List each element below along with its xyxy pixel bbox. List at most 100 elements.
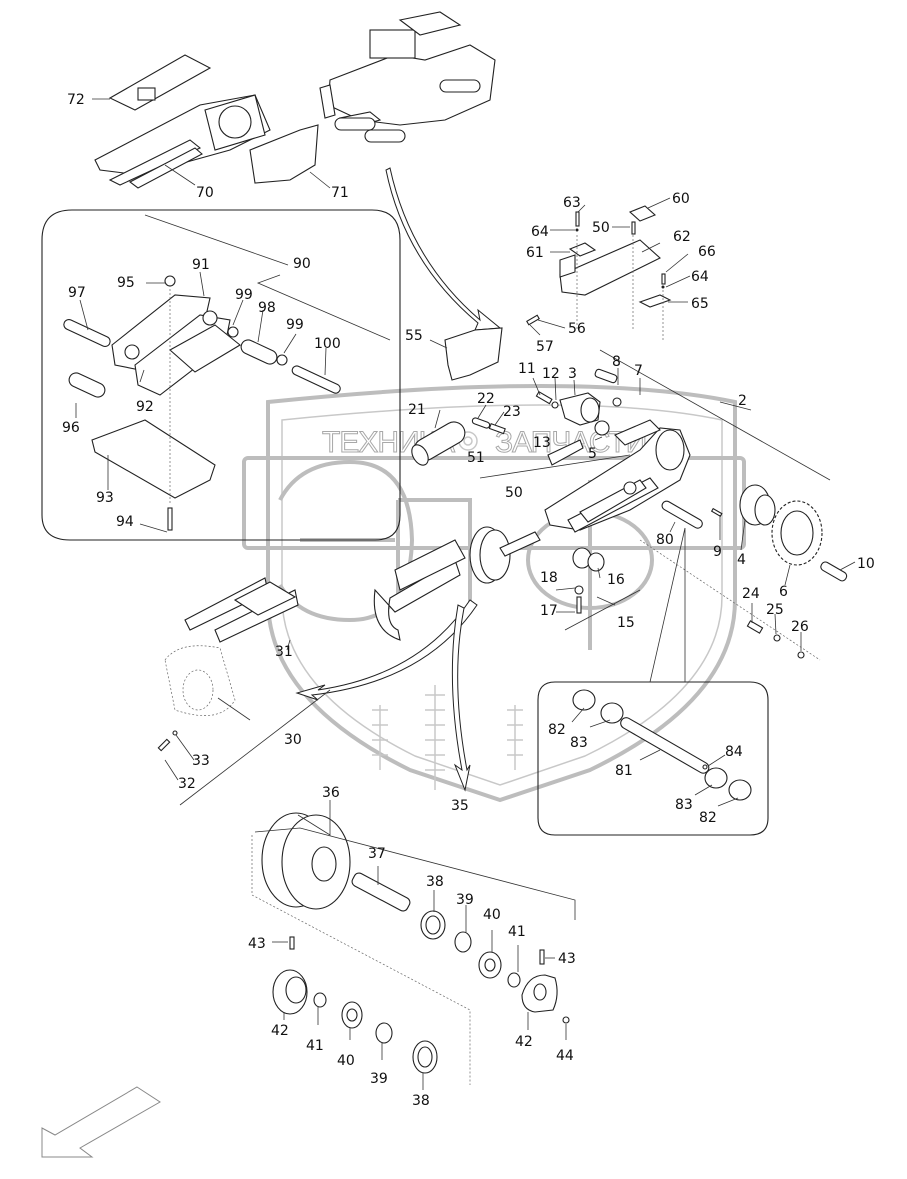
bolt-56 [526, 314, 540, 326]
bracket-line-15 [564, 589, 641, 631]
label-25: 25 [766, 602, 784, 618]
label-38-b: 38 [412, 1093, 430, 1109]
idler-wheel [469, 526, 541, 584]
label-70: 70 [196, 185, 214, 201]
label-22: 22 [477, 391, 495, 407]
inset-box-track-chain [41, 209, 401, 541]
inset-box-pin-assembly [537, 681, 769, 836]
machine-overview [319, 11, 496, 143]
label-83: 83 [570, 735, 588, 751]
seal-99-b [276, 354, 288, 366]
label-33: 33 [192, 753, 210, 769]
bolt-44 [562, 1016, 570, 1024]
bushing-98 [240, 339, 278, 365]
label-81: 81 [615, 763, 633, 779]
cap-42-a [272, 969, 308, 1015]
label-39-b: 39 [370, 1071, 388, 1087]
cap-26 [797, 651, 805, 659]
label-21: 21 [408, 402, 426, 418]
label-91: 91 [192, 257, 210, 273]
watermark-wheat [372, 685, 523, 790]
label-43-b: 43 [558, 951, 576, 967]
watermark-shield-outline [266, 384, 737, 803]
bushing-82-a [572, 689, 596, 711]
disc-40-a [478, 951, 502, 979]
guide-box-idler [251, 835, 471, 1085]
nut-39-a [454, 931, 472, 953]
bolt-32 [157, 738, 171, 752]
label-9: 9 [713, 544, 722, 560]
label-50-b: 50 [505, 485, 523, 501]
bolt-94 [167, 507, 173, 531]
label-39: 39 [456, 892, 474, 908]
idler-wheel-36 [261, 812, 351, 910]
label-42-b: 42 [515, 1034, 533, 1050]
track-belt [373, 539, 466, 641]
label-23: 23 [503, 404, 521, 420]
label-18: 18 [540, 570, 558, 586]
pin-100 [291, 365, 341, 394]
label-4: 4 [737, 552, 746, 568]
label-64: 64 [531, 224, 549, 240]
label-82: 82 [548, 722, 566, 738]
label-57: 57 [536, 339, 554, 355]
label-99: 99 [235, 287, 253, 303]
label-37: 37 [368, 846, 386, 862]
label-63: 63 [563, 195, 581, 211]
bracket-13 [547, 439, 584, 466]
label-56: 56 [568, 321, 586, 337]
bushing-96 [68, 372, 106, 398]
pin-43-a [289, 936, 295, 950]
label-82-b: 82 [699, 810, 717, 826]
bolt-8 [594, 368, 618, 384]
track-frame-70 [94, 94, 271, 189]
bushing-83-a [600, 702, 624, 724]
plate-61 [568, 242, 597, 257]
label-43: 43 [248, 936, 266, 952]
label-2: 2 [738, 393, 747, 409]
label-17: 17 [540, 603, 558, 619]
label-62: 62 [673, 229, 691, 245]
cover-plate-72 [108, 54, 212, 111]
plate-65 [638, 294, 672, 308]
direction-arrow-icon [41, 1086, 161, 1158]
label-30: 30 [284, 732, 302, 748]
bolt-50 [631, 221, 636, 235]
o-ring-41-a [507, 972, 521, 988]
bolt-17 [576, 596, 582, 614]
disc-40-b [341, 1001, 363, 1029]
ghost-roller-30 [164, 645, 236, 716]
bearing-38-a [420, 910, 446, 940]
label-71: 71 [331, 185, 349, 201]
curved-arrow-left [295, 599, 478, 701]
label-93: 93 [96, 490, 114, 506]
label-55: 55 [405, 328, 423, 344]
guide-lines-top-right [576, 235, 664, 340]
label-95: 95 [117, 275, 135, 291]
label-26: 26 [791, 619, 809, 635]
fitting-23 [488, 423, 506, 435]
ring-84 [702, 764, 708, 770]
watermark-letter-p [396, 498, 472, 610]
nut-39-b [375, 1022, 393, 1044]
label-65: 65 [691, 296, 709, 312]
label-41: 41 [508, 924, 526, 940]
label-35: 35 [451, 798, 469, 814]
bolt-10 [820, 561, 848, 582]
label-90: 90 [293, 256, 311, 272]
o-ring-5 [594, 420, 610, 436]
label-60: 60 [672, 191, 690, 207]
track-pad-93 [91, 419, 216, 499]
washer-64-b [661, 285, 665, 289]
fitting-22 [471, 417, 491, 429]
bushing-82-b [728, 779, 752, 801]
o-ring-41-b [313, 992, 327, 1008]
label-8: 8 [612, 354, 621, 370]
guide-frame-31 [184, 577, 299, 643]
label-40: 40 [483, 907, 501, 923]
label-40-b: 40 [337, 1053, 355, 1069]
nut-95 [164, 275, 176, 287]
washer-18 [574, 585, 584, 595]
label-12: 12 [542, 366, 560, 382]
label-10: 10 [857, 556, 875, 572]
